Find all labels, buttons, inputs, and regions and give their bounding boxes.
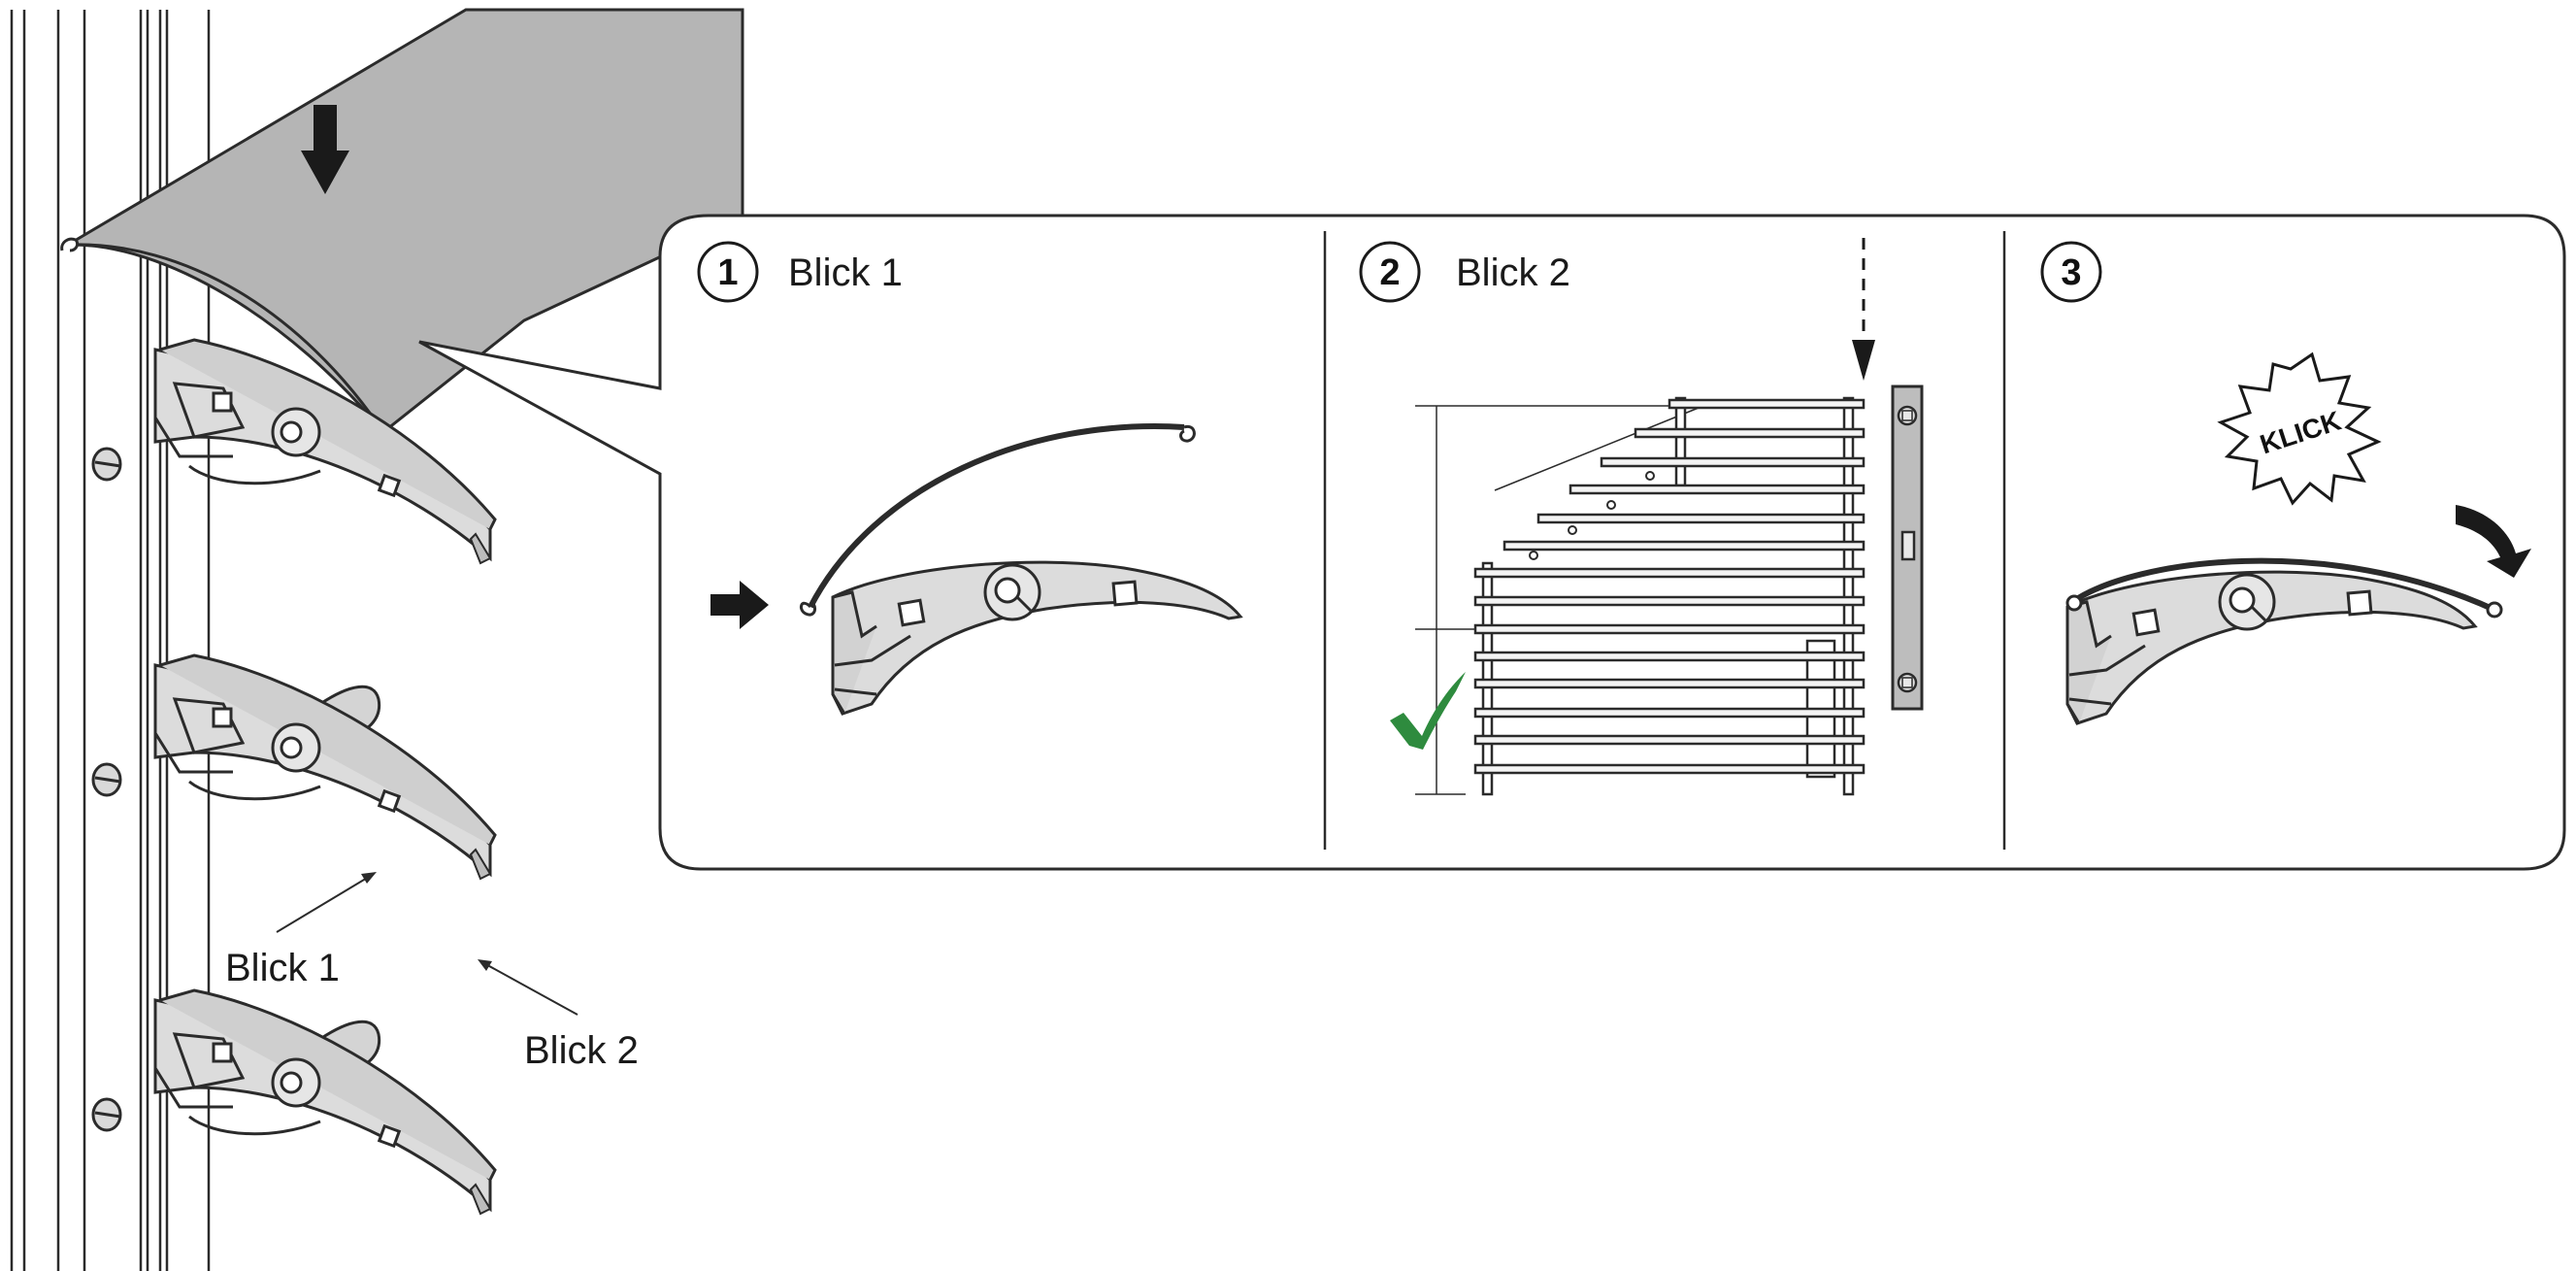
canopy-profile	[808, 423, 1185, 609]
wall-bracket-bottom	[153, 988, 497, 1216]
klick-starburst-icon: KLICK	[2217, 351, 2382, 506]
panel-1: 1 Blick 1	[697, 241, 1242, 716]
panel-title: Blick 2	[1456, 251, 1570, 294]
dimension-lines	[1415, 405, 1700, 795]
curved-arrow-icon	[2456, 505, 2531, 578]
step-number: 3	[2061, 252, 2081, 293]
step-number: 1	[717, 252, 738, 293]
right-arrow-icon	[710, 581, 769, 629]
view-pointer-2	[478, 959, 578, 1016]
panel-title: Blick 1	[788, 251, 903, 294]
step-number: 2	[1379, 252, 1400, 293]
label-blick-1: Blick 1	[225, 947, 340, 989]
down-arrow-icon	[301, 105, 349, 194]
screw-icons	[91, 447, 122, 1132]
step-number-badge	[697, 241, 759, 303]
canopy-slats	[1473, 398, 1866, 775]
spirit-level	[1891, 385, 1924, 711]
label-blick-2: Blick 2	[524, 1029, 639, 1072]
dashed-arrow-icon	[1852, 238, 1875, 381]
view-pointer-1	[276, 872, 377, 933]
panel-3: 3 KLICK	[2040, 241, 2531, 725]
checkmark-icon	[1390, 672, 1466, 750]
panel-2: 2 Blick 2	[1359, 238, 1924, 796]
detail-callout	[418, 214, 2566, 871]
step-number-badge	[1359, 241, 1421, 303]
step-number-badge	[2040, 241, 2102, 303]
wall-bracket-middle	[153, 653, 497, 881]
